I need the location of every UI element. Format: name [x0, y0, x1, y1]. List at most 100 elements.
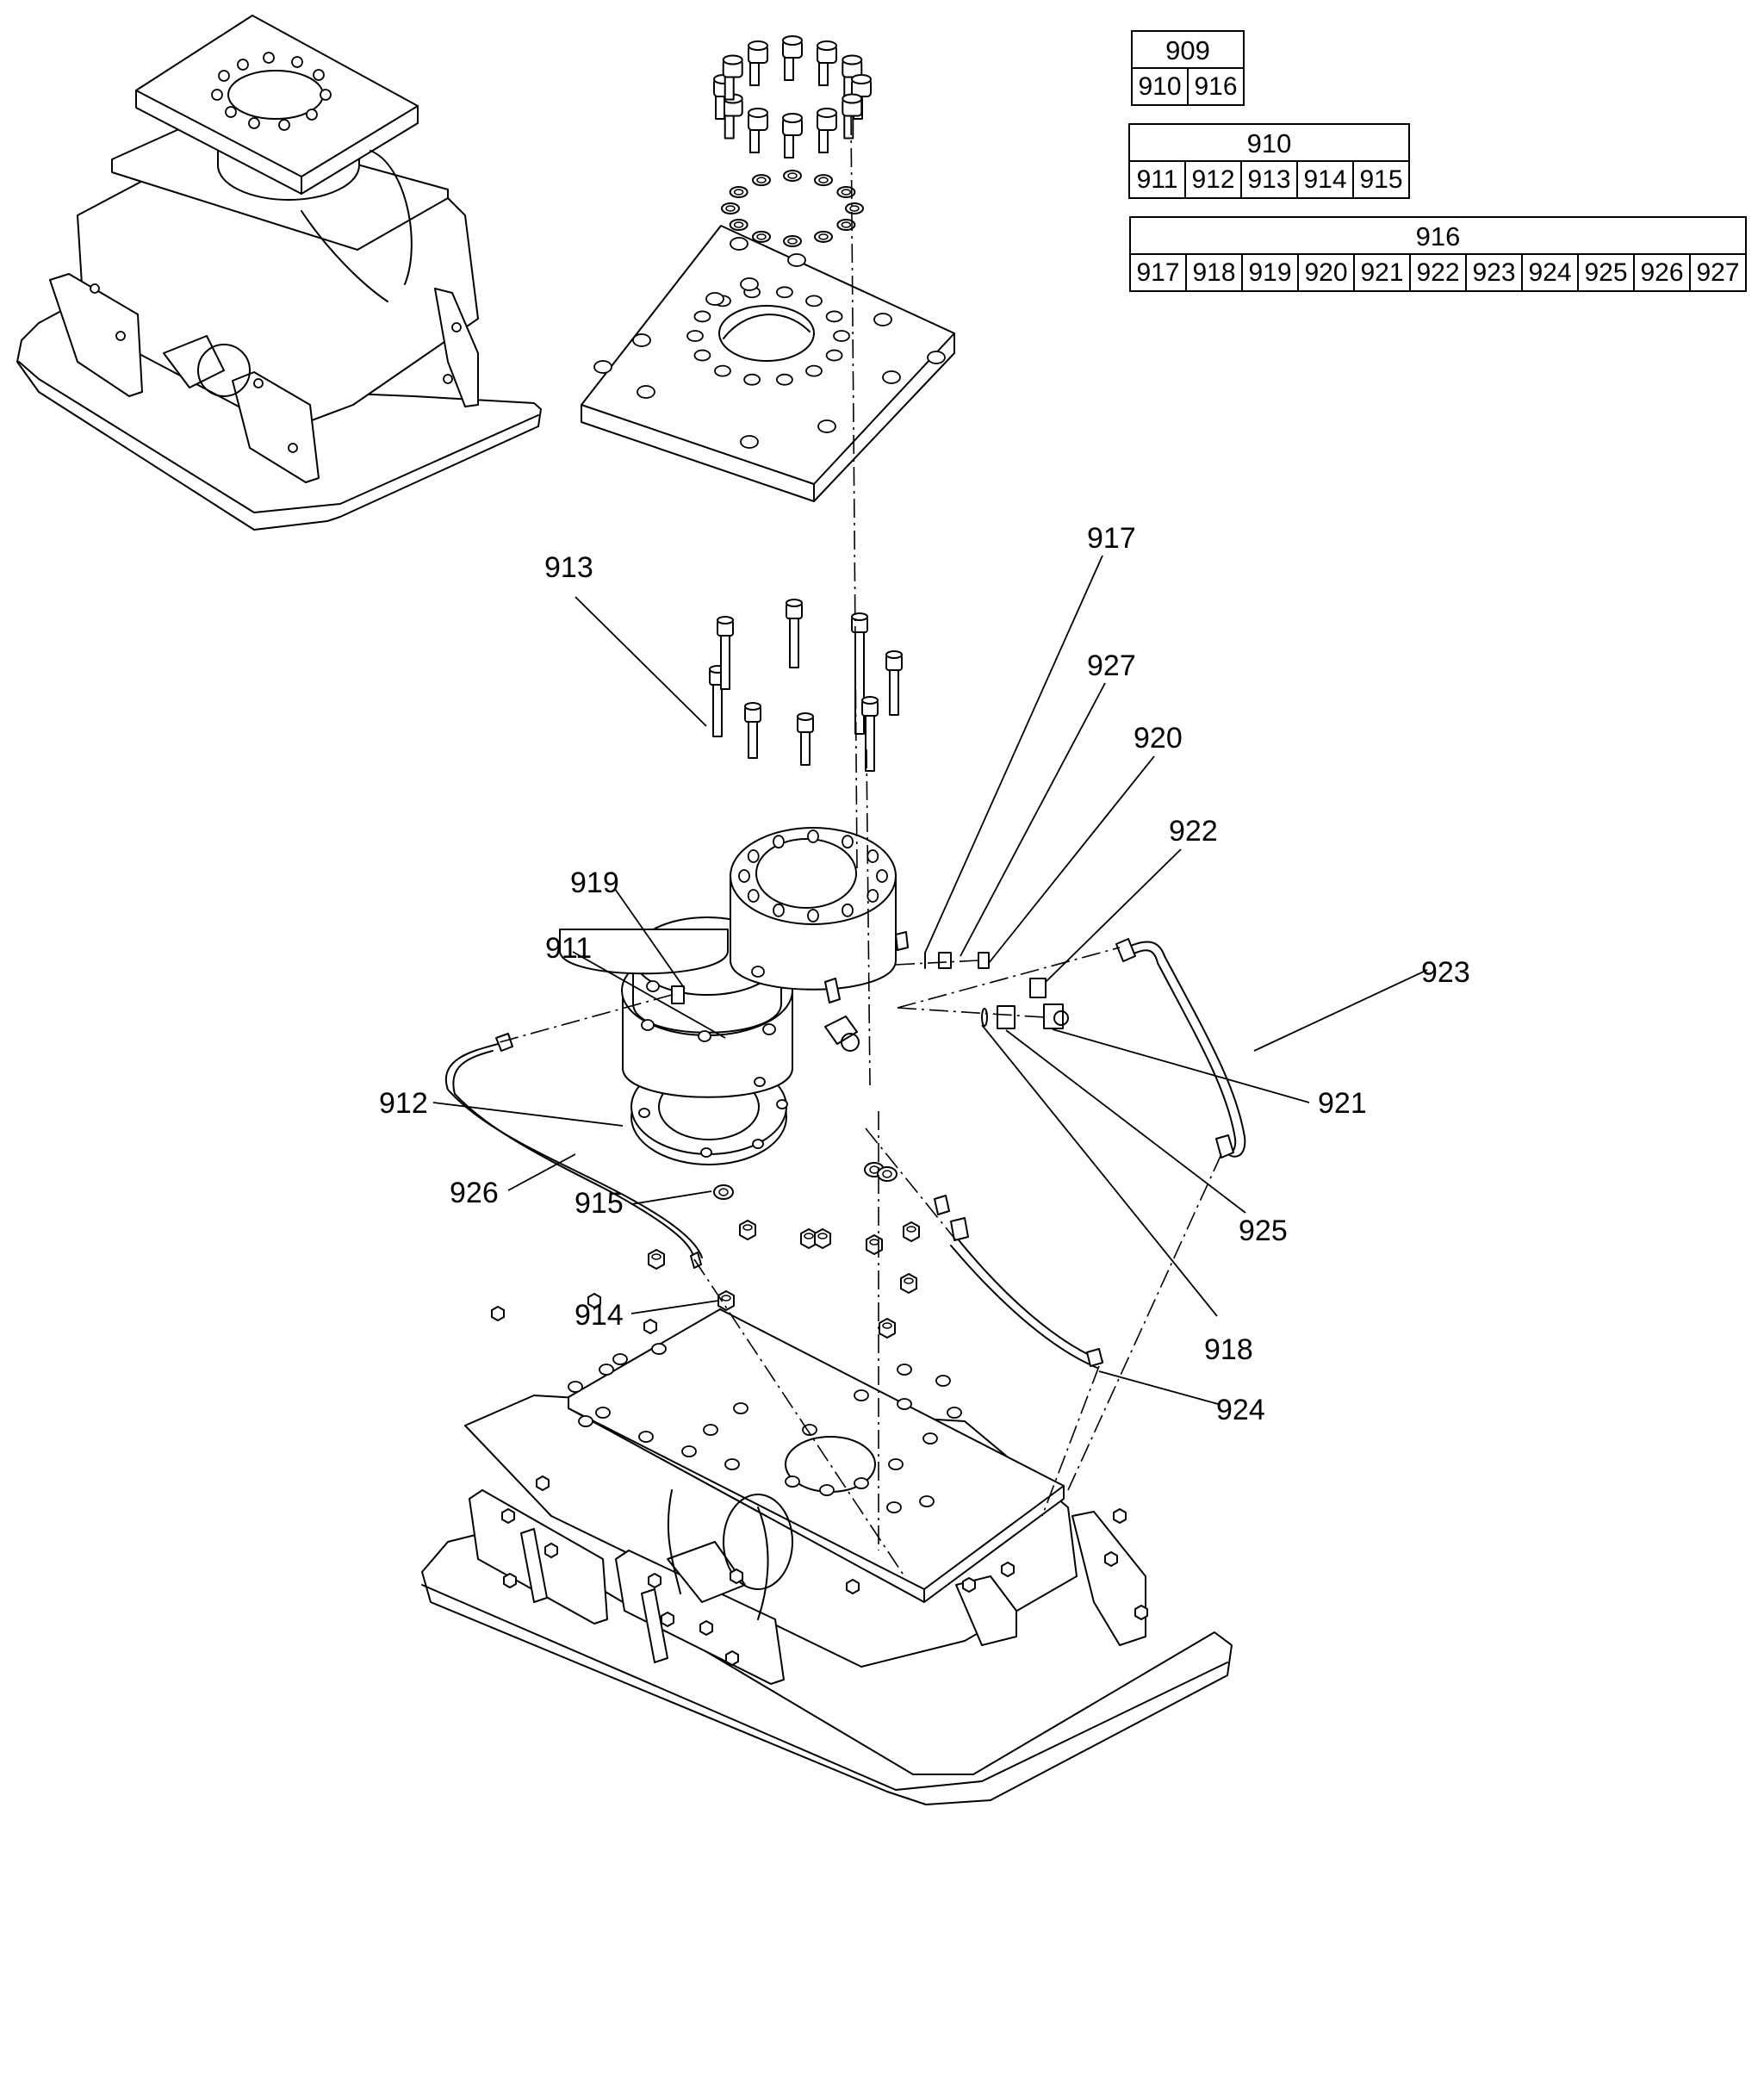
bom-child-cell: 916	[1187, 67, 1245, 106]
bolt-socket	[861, 696, 879, 705]
long-bolt	[744, 702, 761, 759]
long-bolt	[717, 616, 734, 690]
flange-hole	[751, 966, 765, 978]
hex-bolt	[491, 1306, 505, 1321]
plate-bolt-hole	[776, 373, 793, 386]
rotator-bolt-hole	[738, 869, 750, 883]
bom-child-cell: 911	[1128, 160, 1186, 199]
plate-bolt-hole	[686, 330, 704, 342]
plate-bolt-hole	[776, 286, 793, 299]
bom-parent: 916	[1129, 216, 1747, 255]
bom-child-cell: 912	[1184, 160, 1242, 199]
bom-child-cell: 923	[1465, 253, 1523, 292]
callout-921: 921	[1318, 1087, 1367, 1120]
deck-hole	[785, 1475, 800, 1488]
washer	[845, 202, 864, 214]
hex-bolt	[730, 1569, 743, 1584]
callout-914: 914	[575, 1299, 624, 1332]
washer-hole	[818, 233, 829, 240]
rotator-bolt-hole	[773, 903, 785, 917]
screw-socket	[817, 107, 837, 118]
rotator-bolt-hole	[807, 909, 819, 923]
callout-912: 912	[379, 1087, 428, 1120]
callout-926: 926	[450, 1177, 499, 1209]
rotator-bolt-hole	[747, 889, 760, 903]
bolt-shank	[748, 718, 758, 759]
deck-hole	[724, 1458, 740, 1470]
plate-mount-hole	[927, 351, 946, 364]
bolt-shank	[854, 629, 865, 735]
screw-socket	[817, 40, 837, 52]
washer-hole	[849, 205, 860, 212]
callout-915: 915	[575, 1187, 624, 1220]
deck-hole	[897, 1398, 912, 1410]
screw-shank	[724, 113, 735, 140]
hex-bolt	[962, 1577, 976, 1593]
nut-bore	[882, 1322, 892, 1329]
deck-hole	[886, 1501, 902, 1513]
washer	[729, 219, 748, 231]
screw-socket	[748, 40, 768, 52]
washer	[783, 170, 802, 182]
hose-923	[1115, 938, 1246, 1159]
washer-hole	[718, 1188, 729, 1196]
plate-bolt-hole	[693, 349, 711, 362]
deck-hole	[733, 1402, 748, 1414]
screw-socket	[842, 54, 863, 65]
plate-bolt-hole	[693, 310, 711, 323]
hose-924	[934, 1195, 1103, 1369]
bom-child-cell: 920	[1297, 253, 1355, 292]
screw-shank	[784, 55, 794, 81]
cap-screw	[817, 107, 837, 153]
nut-bore	[817, 1233, 828, 1239]
assembled-view-thumbnail	[16, 15, 542, 531]
washer-915	[877, 1166, 898, 1182]
cap-screw-ring	[713, 35, 872, 158]
nuts-and-washers	[648, 1162, 920, 1339]
washer-hole	[882, 1170, 892, 1178]
washer-hole	[841, 221, 852, 228]
plate-bolt-hole	[743, 373, 761, 386]
plate-mount-hole	[882, 370, 901, 384]
washer-hole	[787, 238, 798, 245]
long-bolt	[861, 696, 879, 772]
callout-924: 924	[1216, 1394, 1265, 1426]
plate-bolt-hole	[833, 330, 850, 342]
hex-bolt	[536, 1475, 550, 1491]
washer-hole	[756, 233, 767, 240]
deck-hole	[819, 1484, 835, 1496]
deck-hole	[599, 1364, 614, 1376]
plate-mount-hole	[740, 435, 759, 449]
hex-bolt	[725, 1650, 739, 1666]
screw-socket	[782, 35, 803, 46]
bolt-shank	[789, 615, 799, 668]
deck-hole	[854, 1477, 869, 1489]
deck-hole	[638, 1431, 654, 1443]
washer-hole	[756, 177, 767, 183]
nut-bore	[804, 1233, 814, 1239]
plate-mount-hole	[632, 333, 651, 347]
callout-920: 920	[1134, 722, 1183, 755]
screw-socket	[851, 74, 872, 84]
cap-screw	[748, 40, 768, 87]
assembly-center-lines	[499, 115, 1222, 1577]
plate-bolt-hole	[805, 295, 823, 308]
hex-bolt	[846, 1579, 860, 1594]
callout-923: 923	[1421, 956, 1470, 989]
plate-mount-hole	[730, 237, 748, 251]
bolt-socket	[786, 599, 803, 607]
bolt-shank	[720, 632, 730, 690]
rotator-assembly	[559, 827, 909, 1165]
flange-hole	[641, 1019, 655, 1031]
washer	[729, 186, 748, 198]
hex-bolt	[1113, 1508, 1127, 1524]
flange-hole	[646, 980, 660, 992]
deck-hole	[922, 1432, 938, 1444]
screw-socket	[722, 54, 743, 65]
washer-hole	[733, 221, 744, 228]
hex-bolt	[1134, 1605, 1148, 1620]
bolt-shank	[889, 667, 899, 716]
rotator-bolt-hole	[866, 849, 879, 863]
